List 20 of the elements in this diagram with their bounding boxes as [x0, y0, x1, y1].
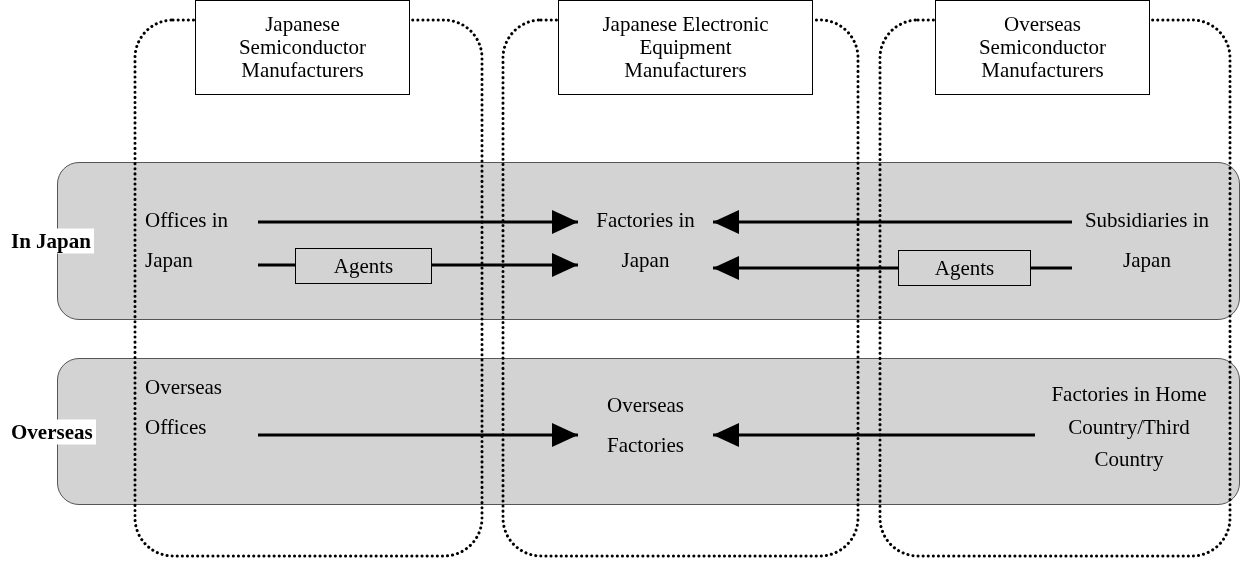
node-label: Factories in Home Country/Third Country	[1050, 381, 1208, 474]
node-label: Overseas Factories	[606, 392, 685, 459]
arrow	[258, 423, 578, 447]
group-header-box: Japanese Electronic Equipment Manufacturers	[558, 0, 813, 95]
agent-box: Agents	[898, 250, 1031, 286]
region-label: In Japan	[8, 228, 94, 254]
node-label: Subsidiaries in Japan	[1083, 207, 1211, 274]
arrow	[713, 210, 1072, 234]
group-header-box: Overseas Semiconductor Manufacturers	[935, 0, 1150, 95]
node-label: Factories in Japan	[595, 207, 696, 274]
arrow	[258, 210, 578, 234]
node-label: Overseas Offices	[145, 374, 223, 441]
connector-line	[258, 263, 295, 267]
arrow	[432, 253, 578, 277]
node-label: Offices in Japan	[145, 207, 229, 274]
arrow	[713, 423, 1035, 447]
arrow	[713, 256, 898, 280]
agent-box: Agents	[295, 248, 432, 284]
connector-line	[1031, 266, 1072, 270]
group-header-box: Japanese Semiconductor Manufacturers	[195, 0, 410, 95]
